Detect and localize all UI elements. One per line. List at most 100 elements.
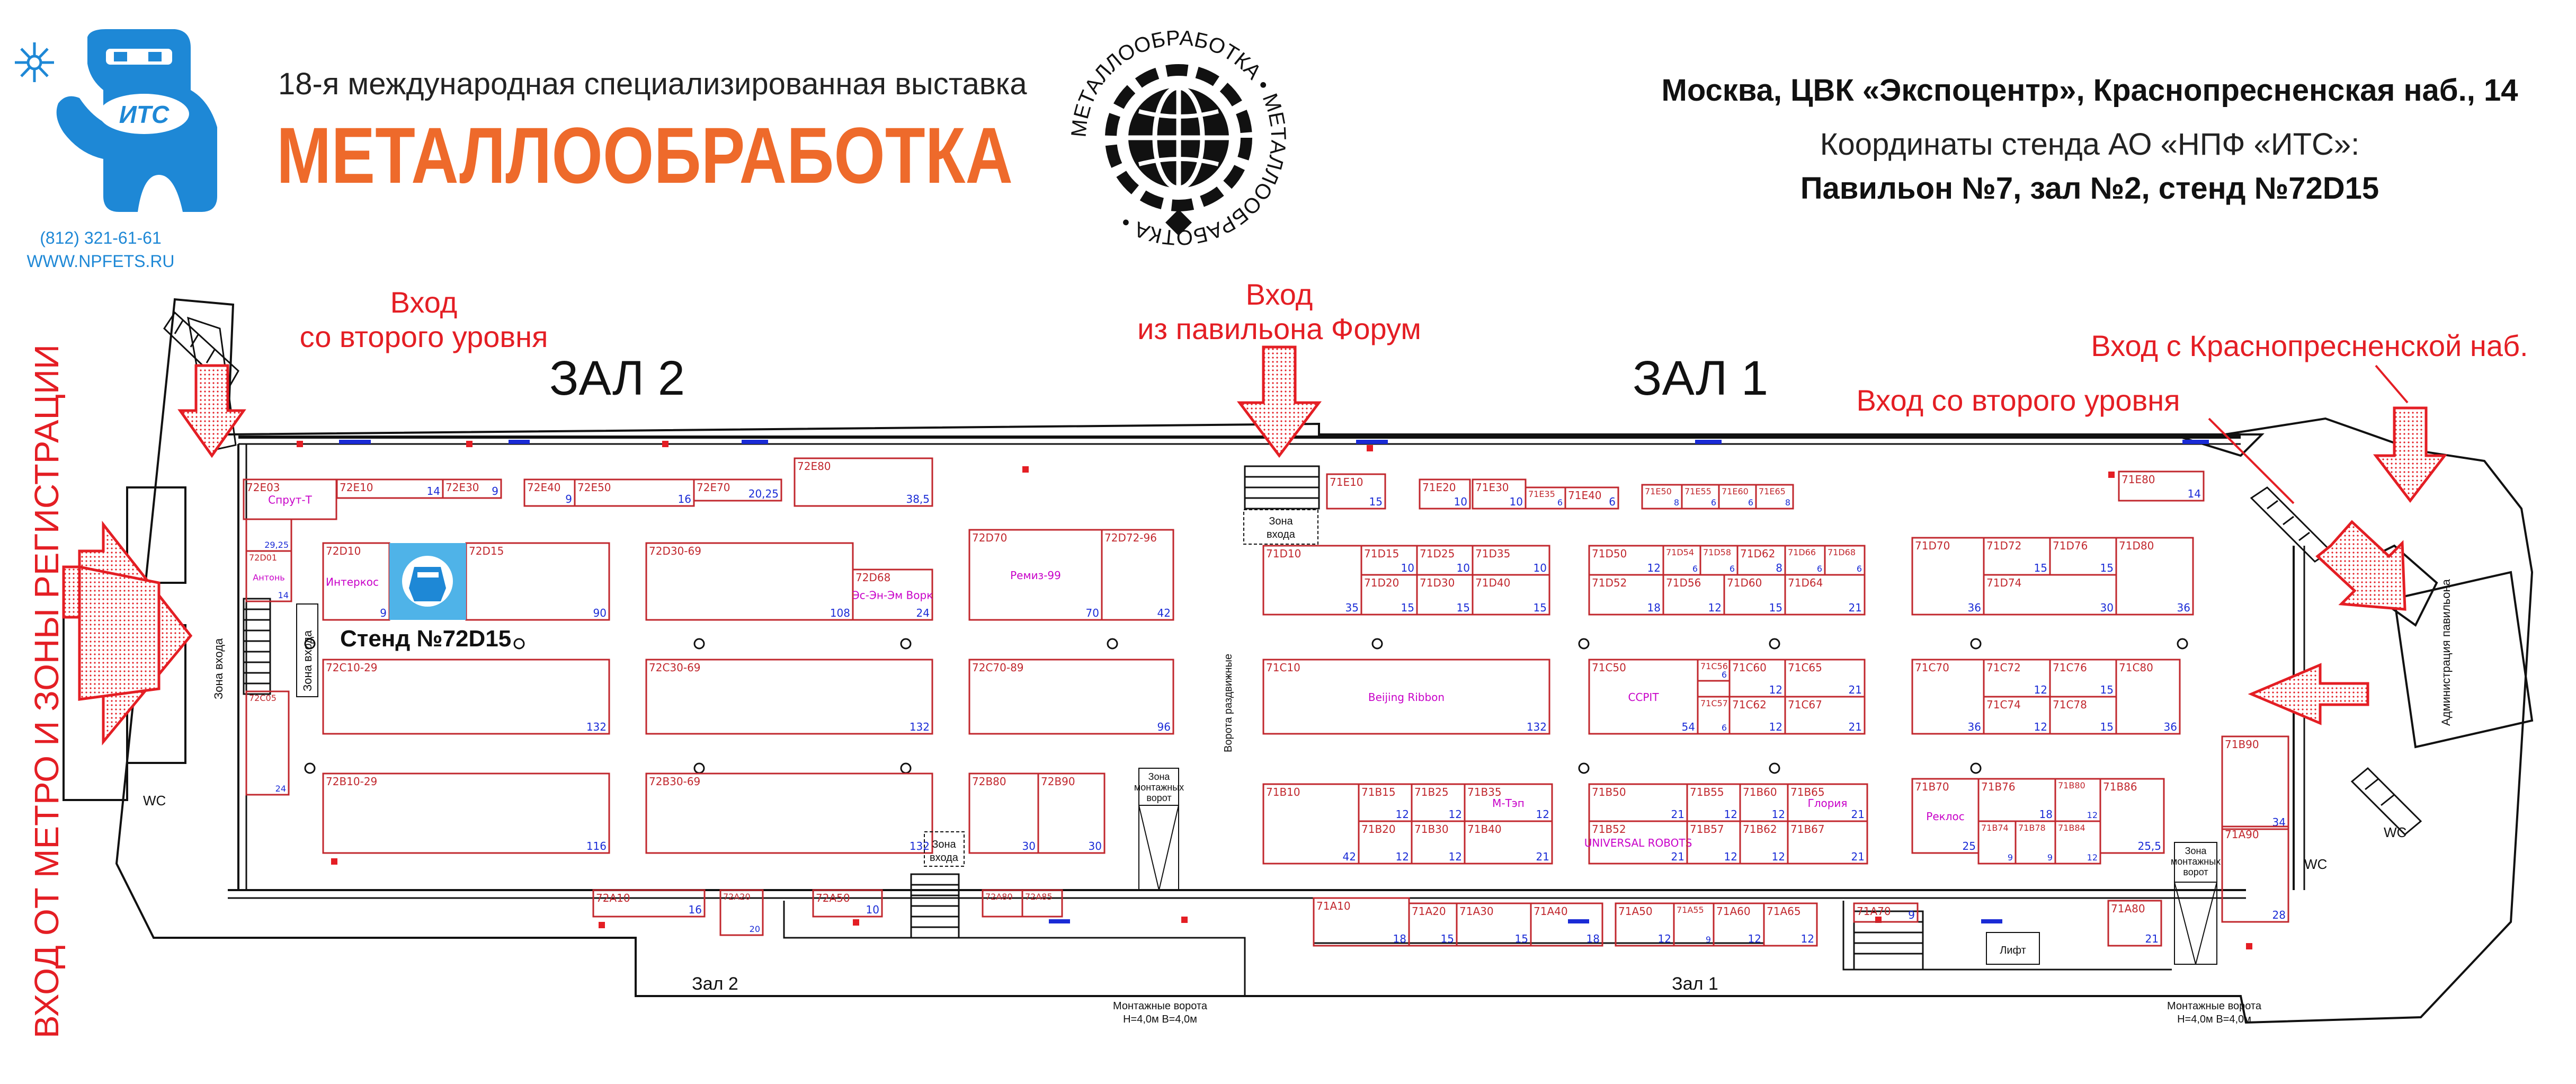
highlighted-stand-72D15[interactable] [389,543,466,620]
website-link[interactable]: WWW.NPFETS.RU [26,252,174,271]
booth-72a80[interactable]: 72A80 [982,889,1023,918]
booth-72d01a[interactable]: 29,25 [245,518,292,552]
